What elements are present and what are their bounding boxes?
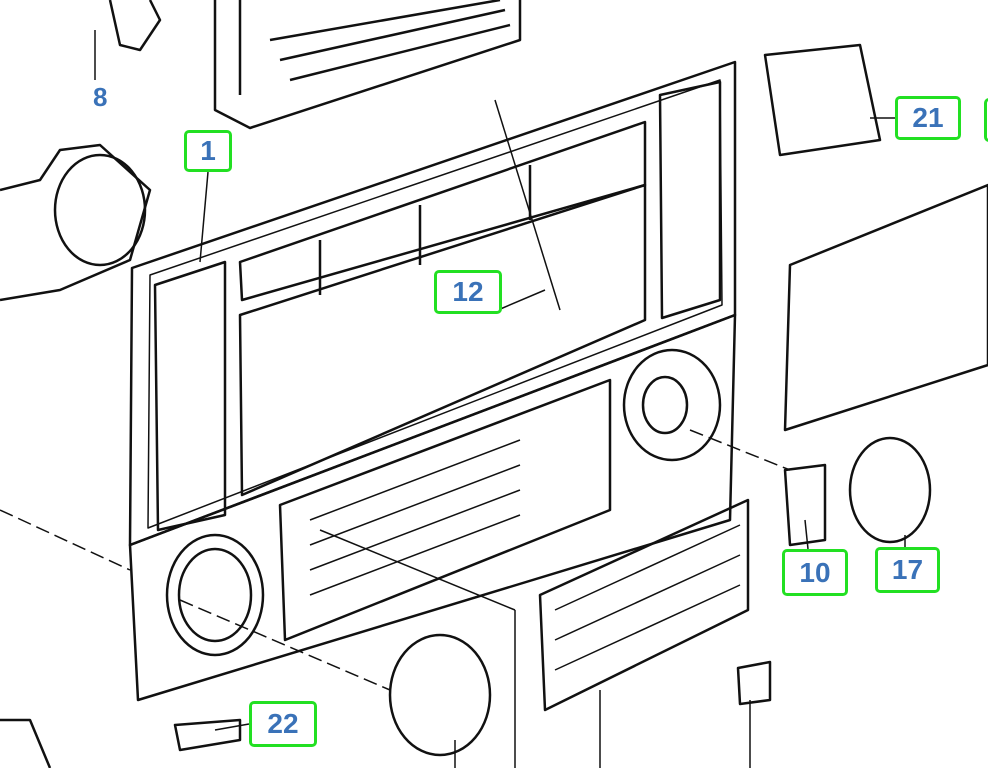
- grille: [538, 498, 750, 712]
- lower-panel: [128, 313, 737, 702]
- callout-22: 22: [249, 701, 317, 747]
- callout-12: 12: [434, 270, 502, 314]
- top-unit: [108, 0, 522, 130]
- leader-lines: [0, 30, 906, 768]
- knobs-and-parts: [0, 43, 932, 768]
- callout-partial: [984, 98, 988, 142]
- callout-21: 21: [895, 96, 961, 140]
- right-cover: [783, 183, 988, 432]
- callout-8: 8: [93, 82, 108, 112]
- callout-1: 1: [184, 130, 232, 172]
- callout-17: 17: [875, 547, 940, 593]
- callout-10: 10: [782, 549, 848, 596]
